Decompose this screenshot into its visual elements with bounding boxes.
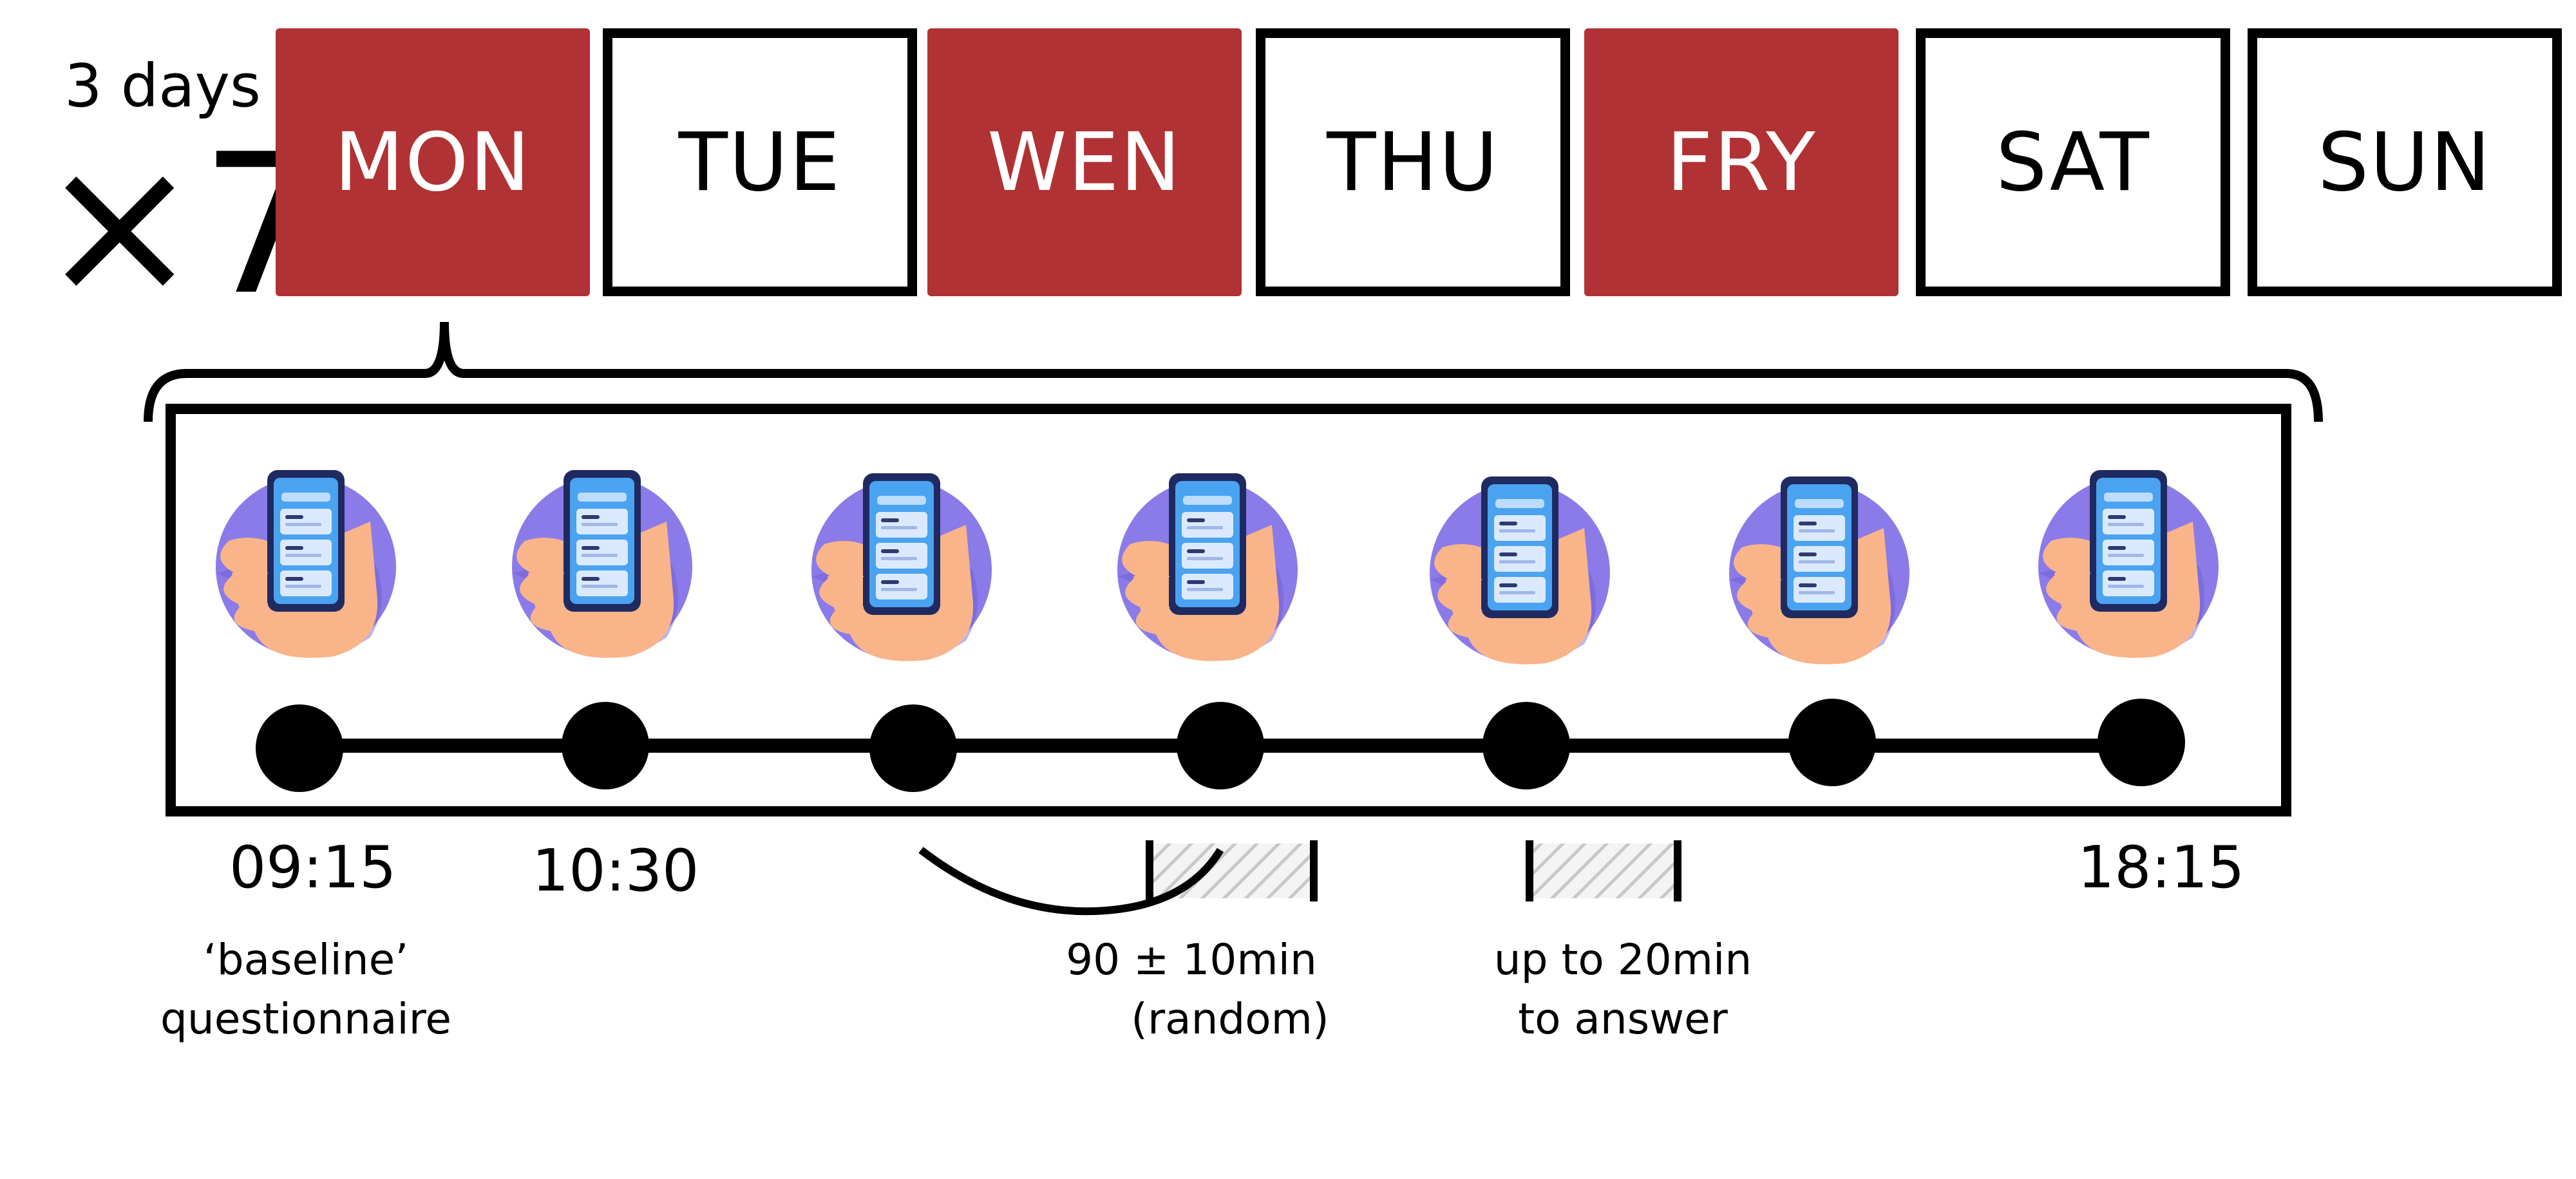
day-schedule-frame (166, 404, 2291, 816)
baseline-note: ‘baseline’ questionnaire (160, 935, 452, 1044)
monday-expansion-brace (144, 321, 2323, 422)
days-per-week-label: 3 days (64, 52, 261, 120)
answer-window (1530, 844, 1678, 898)
time-label-end: 18:15 (2078, 834, 2245, 901)
day-fry: FRY (1584, 28, 1899, 296)
timeline-point (1177, 702, 1264, 789)
smartphone-in-hand-icon (2038, 470, 2219, 658)
timeline-point (256, 704, 343, 792)
interval-arc (918, 847, 1224, 916)
timeline-point (1788, 699, 1876, 786)
smartphone-in-hand-icon (1729, 476, 1909, 665)
timeline-point (869, 704, 957, 792)
smartphone-in-hand-icon (1430, 476, 1610, 665)
time-label-second: 10:30 (532, 837, 699, 905)
day-sat: SAT (1916, 28, 2230, 296)
timeline-point (1482, 702, 1570, 789)
day-thu: THU (1256, 28, 1570, 296)
day-sun: SUN (2248, 28, 2562, 296)
smartphone-in-hand-icon (811, 473, 992, 661)
day-wen: WEN (927, 28, 1242, 296)
time-label-start: 09:15 (229, 834, 397, 901)
answer-note: up to 20min to answer (1493, 935, 1752, 1044)
interval-note: 90 ± 10min (random) (1066, 935, 1329, 1044)
smartphone-in-hand-icon (216, 470, 396, 658)
day-tue: TUE (603, 28, 917, 296)
timeline-point (2098, 699, 2185, 786)
timeline-point (562, 702, 649, 789)
day-mon: MON (276, 28, 590, 296)
smartphone-in-hand-icon (512, 470, 692, 658)
smartphone-in-hand-icon (1117, 473, 1298, 661)
